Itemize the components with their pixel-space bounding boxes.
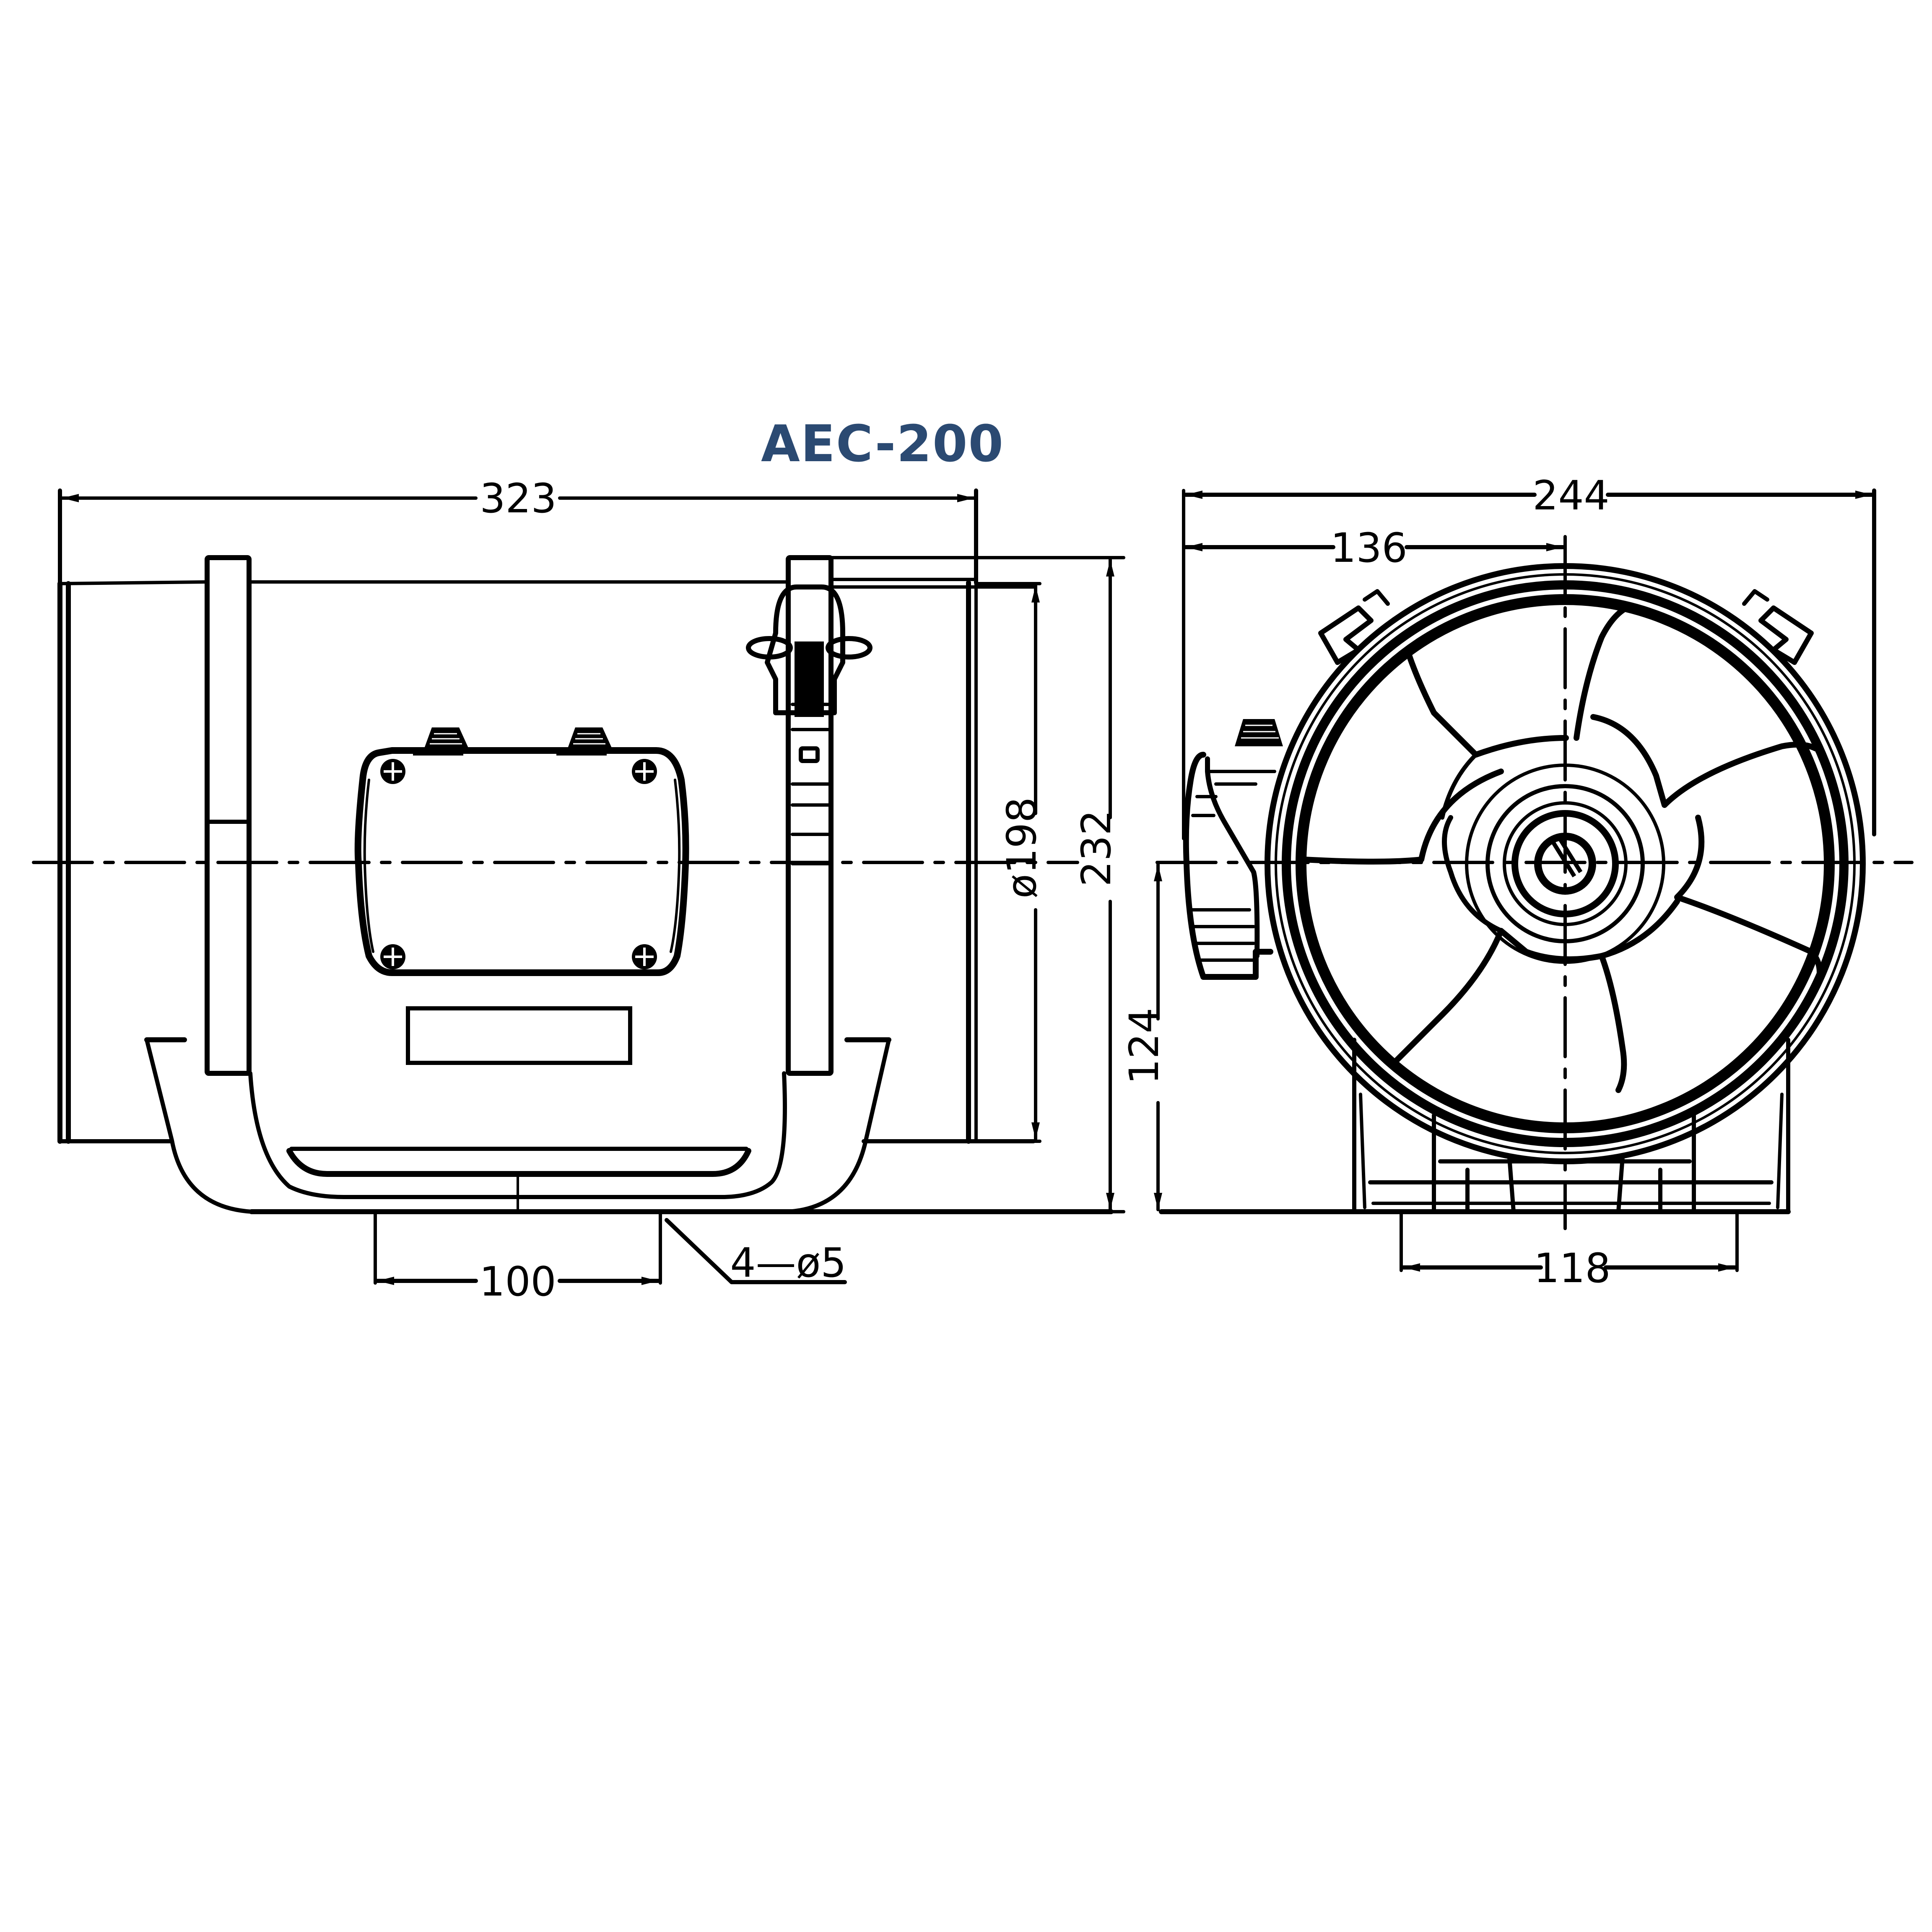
svg-text:244: 244 xyxy=(1532,472,1609,519)
callout-mounting-holes: 4—ø5 xyxy=(665,1218,847,1286)
dim-overall-width: 244 xyxy=(1182,472,1876,840)
side-view: 323 ø198 232 100 4 xyxy=(32,475,1125,1305)
impeller xyxy=(1301,603,1823,1093)
svg-text:136: 136 xyxy=(1330,525,1407,571)
cable-gland-icon xyxy=(556,727,613,756)
dim-duct-diameter: ø198 xyxy=(975,582,1045,1143)
housing-clips xyxy=(1318,589,1814,665)
latch-icon xyxy=(799,746,820,763)
side-terminal-box xyxy=(1183,719,1283,980)
dim-center-height: 124 xyxy=(1121,861,1168,1211)
svg-text:232: 232 xyxy=(1073,810,1120,886)
left-clamp-band xyxy=(205,555,252,1076)
svg-text:118: 118 xyxy=(1534,1245,1610,1292)
right-clamp-band xyxy=(746,555,873,1076)
front-view: 244 136 124 118 xyxy=(1121,472,1914,1292)
dim-offset-to-center: 136 xyxy=(1184,525,1565,571)
dim-overall-height: 232 xyxy=(831,556,1125,1213)
svg-text:ø198: ø198 xyxy=(998,797,1045,898)
dim-foot-width: 118 xyxy=(1400,1210,1739,1292)
svg-text:100: 100 xyxy=(479,1258,556,1305)
cable-gland-icon xyxy=(413,727,470,756)
screw-icon xyxy=(632,944,657,969)
svg-text:323: 323 xyxy=(480,475,556,522)
screw-icon xyxy=(380,944,405,969)
model-title: AEC-200 xyxy=(761,415,1004,473)
screw-icon xyxy=(380,759,405,784)
svg-text:124: 124 xyxy=(1121,1008,1168,1084)
svg-text:4—ø5: 4—ø5 xyxy=(730,1239,847,1286)
dim-foot-hole-spacing: 100 xyxy=(374,1210,662,1305)
name-plate xyxy=(406,1006,632,1065)
dim-overall-length: 323 xyxy=(58,475,978,586)
shaft-icon xyxy=(1551,837,1583,878)
mounting-base xyxy=(1159,1038,1791,1214)
terminal-box xyxy=(354,727,689,976)
screw-icon xyxy=(632,759,657,784)
